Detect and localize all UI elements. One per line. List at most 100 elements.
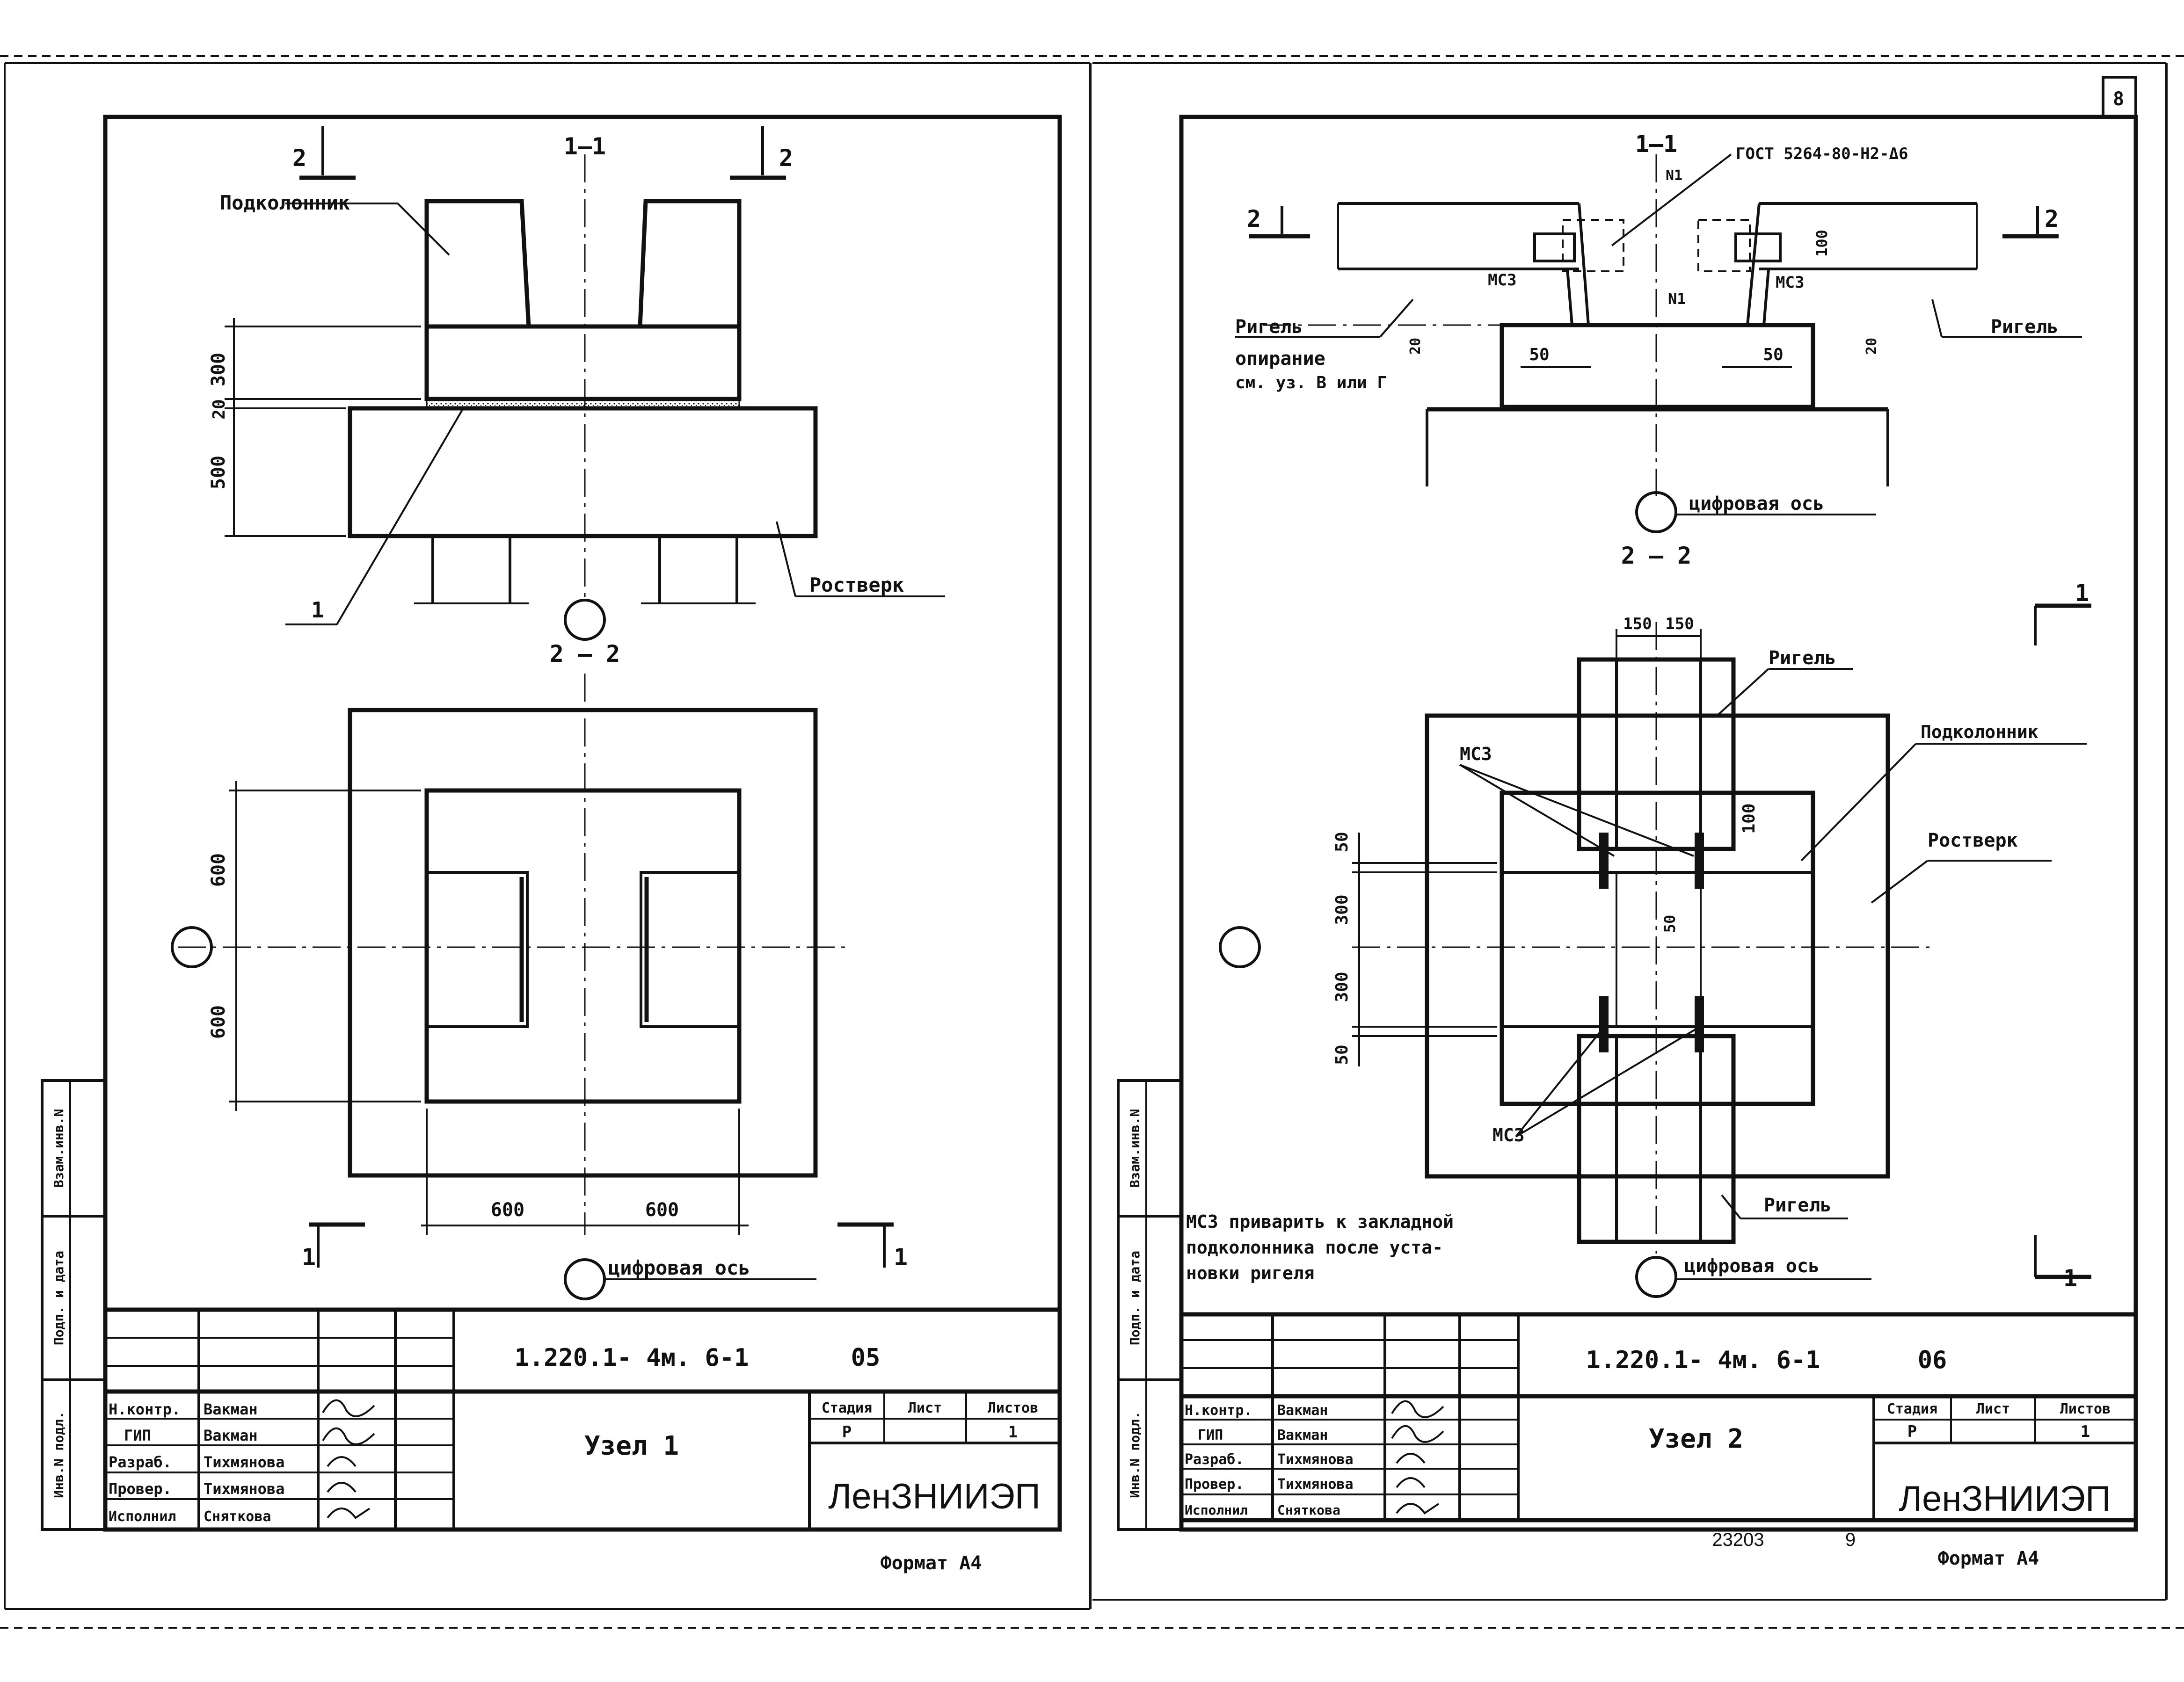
- right-format: Формат А4: [1938, 1548, 2039, 1569]
- left-doc-index: 05: [851, 1344, 881, 1372]
- dim-50-b: 50: [1332, 1044, 1352, 1065]
- right-stage-hdr: Стадия: [1887, 1401, 1937, 1417]
- label-mc3-c: МС3: [1460, 744, 1492, 764]
- n1-top: N1: [1666, 167, 1682, 184]
- right-signer-name: Вакман: [1277, 1402, 1328, 1419]
- note-line-3: новки ригеля: [1186, 1263, 1315, 1283]
- gost-note: ГОСТ 5264-80-Н2-Δ6: [1736, 145, 1908, 163]
- right-stage: Р: [1907, 1422, 1917, 1441]
- left-side-stamp: [41, 1079, 107, 1531]
- dim-300-a: 300: [1332, 894, 1352, 925]
- label-mc3-b: МС3: [1776, 273, 1804, 292]
- left-signer-role: Разраб.: [109, 1453, 172, 1471]
- left-side-stamp-1: Взам.инв.N: [51, 1109, 66, 1188]
- label-mc3-d: МС3: [1492, 1125, 1525, 1146]
- right-doc-code: 1.220.1- 4м. 6-1: [1586, 1346, 1820, 1374]
- left-doc-code: 1.220.1- 4м. 6-1: [515, 1344, 749, 1372]
- corner-mark: 8: [2113, 88, 2124, 110]
- podkolonnik-plan: [424, 788, 742, 1104]
- dim-50-l: 50: [1529, 345, 1549, 364]
- hatched-podkolonnik: [1500, 871, 1814, 1028]
- left-plan: [171, 674, 894, 1300]
- label-mc3-a: МС3: [1488, 271, 1516, 290]
- rostverk-plan: [348, 708, 818, 1178]
- left-drawing-frame: [103, 115, 1062, 1532]
- right-sheet: [1117, 76, 2138, 1532]
- right-signers: Н.контр. Вакман ГИП Вакман Разраб. Тихмя…: [1185, 1402, 1354, 1518]
- left-signer-role: ГИП: [124, 1427, 151, 1444]
- left-sheets: 1: [1008, 1423, 1018, 1442]
- podkolonnik-base: [424, 324, 742, 401]
- podkolonnik-left-wall: [424, 199, 531, 329]
- right-title: Узел 2: [1649, 1424, 1743, 1454]
- left-signer-name: Тихмянова: [204, 1453, 284, 1471]
- left-section-2-2: 2 — 2: [550, 640, 620, 667]
- right-side-stamp-3: Инв.N подл.: [1127, 1411, 1143, 1498]
- n1-mid: N1: [1668, 290, 1686, 308]
- note-line-2: подколонника после уста-: [1186, 1237, 1443, 1258]
- page-no: 9: [1845, 1530, 1856, 1550]
- right-signer-role: Н.контр.: [1185, 1402, 1252, 1419]
- left-format: Формат А4: [881, 1552, 982, 1574]
- left-cut-2-right: 2: [779, 145, 793, 172]
- corner-mark-box: [2102, 76, 2137, 118]
- note-line-1: МС3 приварить к закладной: [1186, 1211, 1454, 1232]
- podkolonnik-right-wall: [638, 199, 742, 329]
- left-dim-600-top: 600: [208, 853, 229, 887]
- right-signer-name: Тихмянова: [1277, 1476, 1354, 1493]
- left-stage-hdr: Стадия: [822, 1400, 872, 1416]
- left-title: Узел 1: [584, 1431, 679, 1461]
- label-rigel-left: Ригель: [1235, 316, 1303, 338]
- right-cut-1-bottom: 1: [2063, 1265, 2077, 1292]
- right-axis-label-top: цифровая ось: [1689, 493, 1824, 515]
- left-elevation: [225, 126, 945, 641]
- right-axis-label-bottom: цифровая ось: [1684, 1255, 1820, 1277]
- dim-50-gap: 50: [1661, 915, 1679, 933]
- left-section-1-1: 1—1: [564, 133, 606, 160]
- right-signatures: [1391, 1400, 1444, 1515]
- right-signer-role: ГИП: [1198, 1427, 1223, 1443]
- left-org: ЛенЗНИИЭП: [828, 1477, 1040, 1516]
- right-signer-name: Вакман: [1277, 1427, 1328, 1443]
- left-dim-20: 20: [210, 399, 229, 419]
- outer-frame: [0, 55, 2184, 1629]
- axis-bubble-elev-right: [1635, 491, 1677, 533]
- right-drawing-frame: [1179, 115, 2138, 1532]
- right-signer-role: Разраб.: [1185, 1451, 1244, 1468]
- left-signer-name: Сняткова: [204, 1508, 271, 1525]
- dim-150-b: 150: [1665, 615, 1694, 633]
- left-side-stamp-2: Подп. и дата: [51, 1251, 66, 1345]
- left-dim-600-bottom: 600: [208, 1005, 229, 1039]
- label-rigel-right: Ригель: [1991, 316, 2059, 338]
- left-axis-label: цифровая ось: [608, 1256, 750, 1279]
- axis-bubble-plan-left-r: [1219, 926, 1261, 968]
- left-signer-name: Вакман: [204, 1427, 258, 1444]
- opiranie-ref: см. уз. В или Г: [1235, 373, 1387, 392]
- left-sheet: [41, 115, 1062, 1532]
- dim-100-top: 100: [1813, 230, 1831, 257]
- right-sheets-hdr: Листов: [2060, 1401, 2111, 1417]
- left-signer-role: Н.контр.: [109, 1400, 181, 1418]
- left-label-1: 1: [311, 597, 324, 623]
- left-dim-600-left: 600: [491, 1199, 524, 1221]
- left-signer-name: Тихмянова: [204, 1480, 284, 1498]
- left-stage: Р: [842, 1423, 852, 1442]
- right-cut-2-left: 2: [1247, 205, 1261, 232]
- right-sheet-hdr: Лист: [1976, 1401, 2010, 1417]
- right-cut-2-right: 2: [2045, 205, 2059, 232]
- dim-300-b: 300: [1332, 972, 1352, 1002]
- right-signer-role: Провер.: [1185, 1476, 1244, 1493]
- label-rigel-top: Ригель: [1769, 647, 1836, 669]
- left-cut-1-left: 1: [302, 1244, 316, 1271]
- right-side-stamp-1: Взам.инв.N: [1127, 1109, 1143, 1188]
- right-section-1-1: 1—1: [1635, 130, 1677, 158]
- left-dim-300: 300: [208, 353, 229, 386]
- dim-50-a: 50: [1332, 832, 1352, 852]
- right-plan: [1219, 603, 2091, 1298]
- left-signer-name: Вакман: [204, 1400, 258, 1418]
- right-cut-1-top: 1: [2075, 580, 2089, 607]
- left-title-block: [103, 1307, 1062, 1532]
- left-signatures: [322, 1399, 375, 1519]
- left-signers: Н.контр. Вакман ГИП Вакман Разраб. Тихмя…: [109, 1400, 284, 1525]
- left-label-rostverk: Ростверк: [809, 573, 904, 596]
